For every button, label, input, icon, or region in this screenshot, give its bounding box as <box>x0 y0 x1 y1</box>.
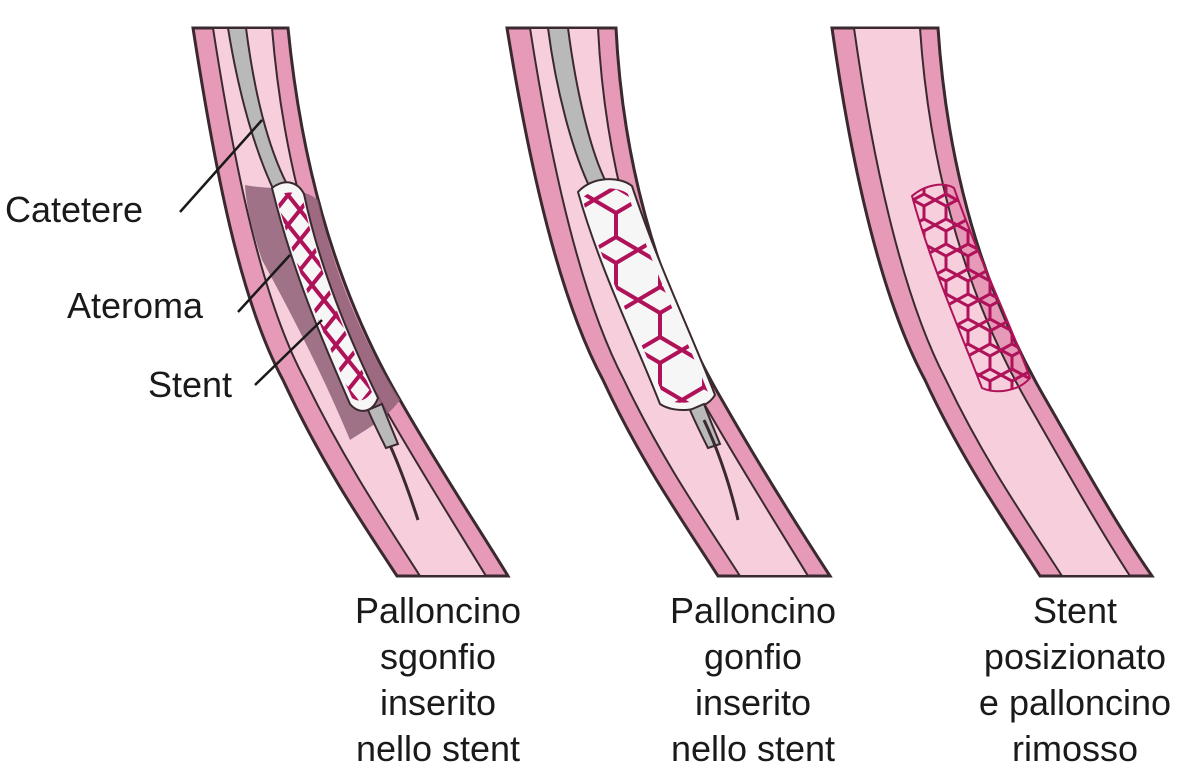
caption-line: Palloncino <box>354 590 522 631</box>
catheter-leader-line <box>179 119 263 213</box>
caption-line: sgonfio <box>379 636 497 677</box>
expanded-stent <box>582 188 708 403</box>
deployed-stent <box>910 183 1032 393</box>
panel-2-caption: Palloncino gonfio inserito nello stent <box>628 588 878 772</box>
caption-line: inserito <box>694 682 812 723</box>
stent-label: Stent <box>148 364 233 405</box>
panel-3-vessel <box>830 26 1155 578</box>
caption-line: Stent <box>1032 590 1118 631</box>
caption-line: rimosso <box>1011 728 1139 769</box>
panel-2-vessel <box>505 26 833 578</box>
panel-1-vessel <box>191 26 511 578</box>
atheroma-leader-line <box>237 254 291 313</box>
caption-line: inserito <box>379 682 497 723</box>
stent-leader-line <box>254 319 323 386</box>
caption-line: e palloncino <box>978 682 1172 723</box>
caption-line: posizionato <box>983 636 1167 677</box>
caption-line: Palloncino <box>669 590 837 631</box>
guide-wire <box>702 419 740 521</box>
catheter-label: Catetere <box>5 189 144 230</box>
atheroma-label: Ateroma <box>67 285 204 326</box>
catheter-tip <box>366 402 400 450</box>
crimped-stent <box>276 192 372 401</box>
panel-1-caption: Palloncino sgonfio inserito nello stent <box>313 588 563 772</box>
caption-line: gonfio <box>703 636 803 677</box>
caption-line: nello stent <box>670 728 836 769</box>
panel-3-caption: Stent posizionato e palloncino rimosso <box>950 588 1200 772</box>
caption-line: nello stent <box>355 728 521 769</box>
